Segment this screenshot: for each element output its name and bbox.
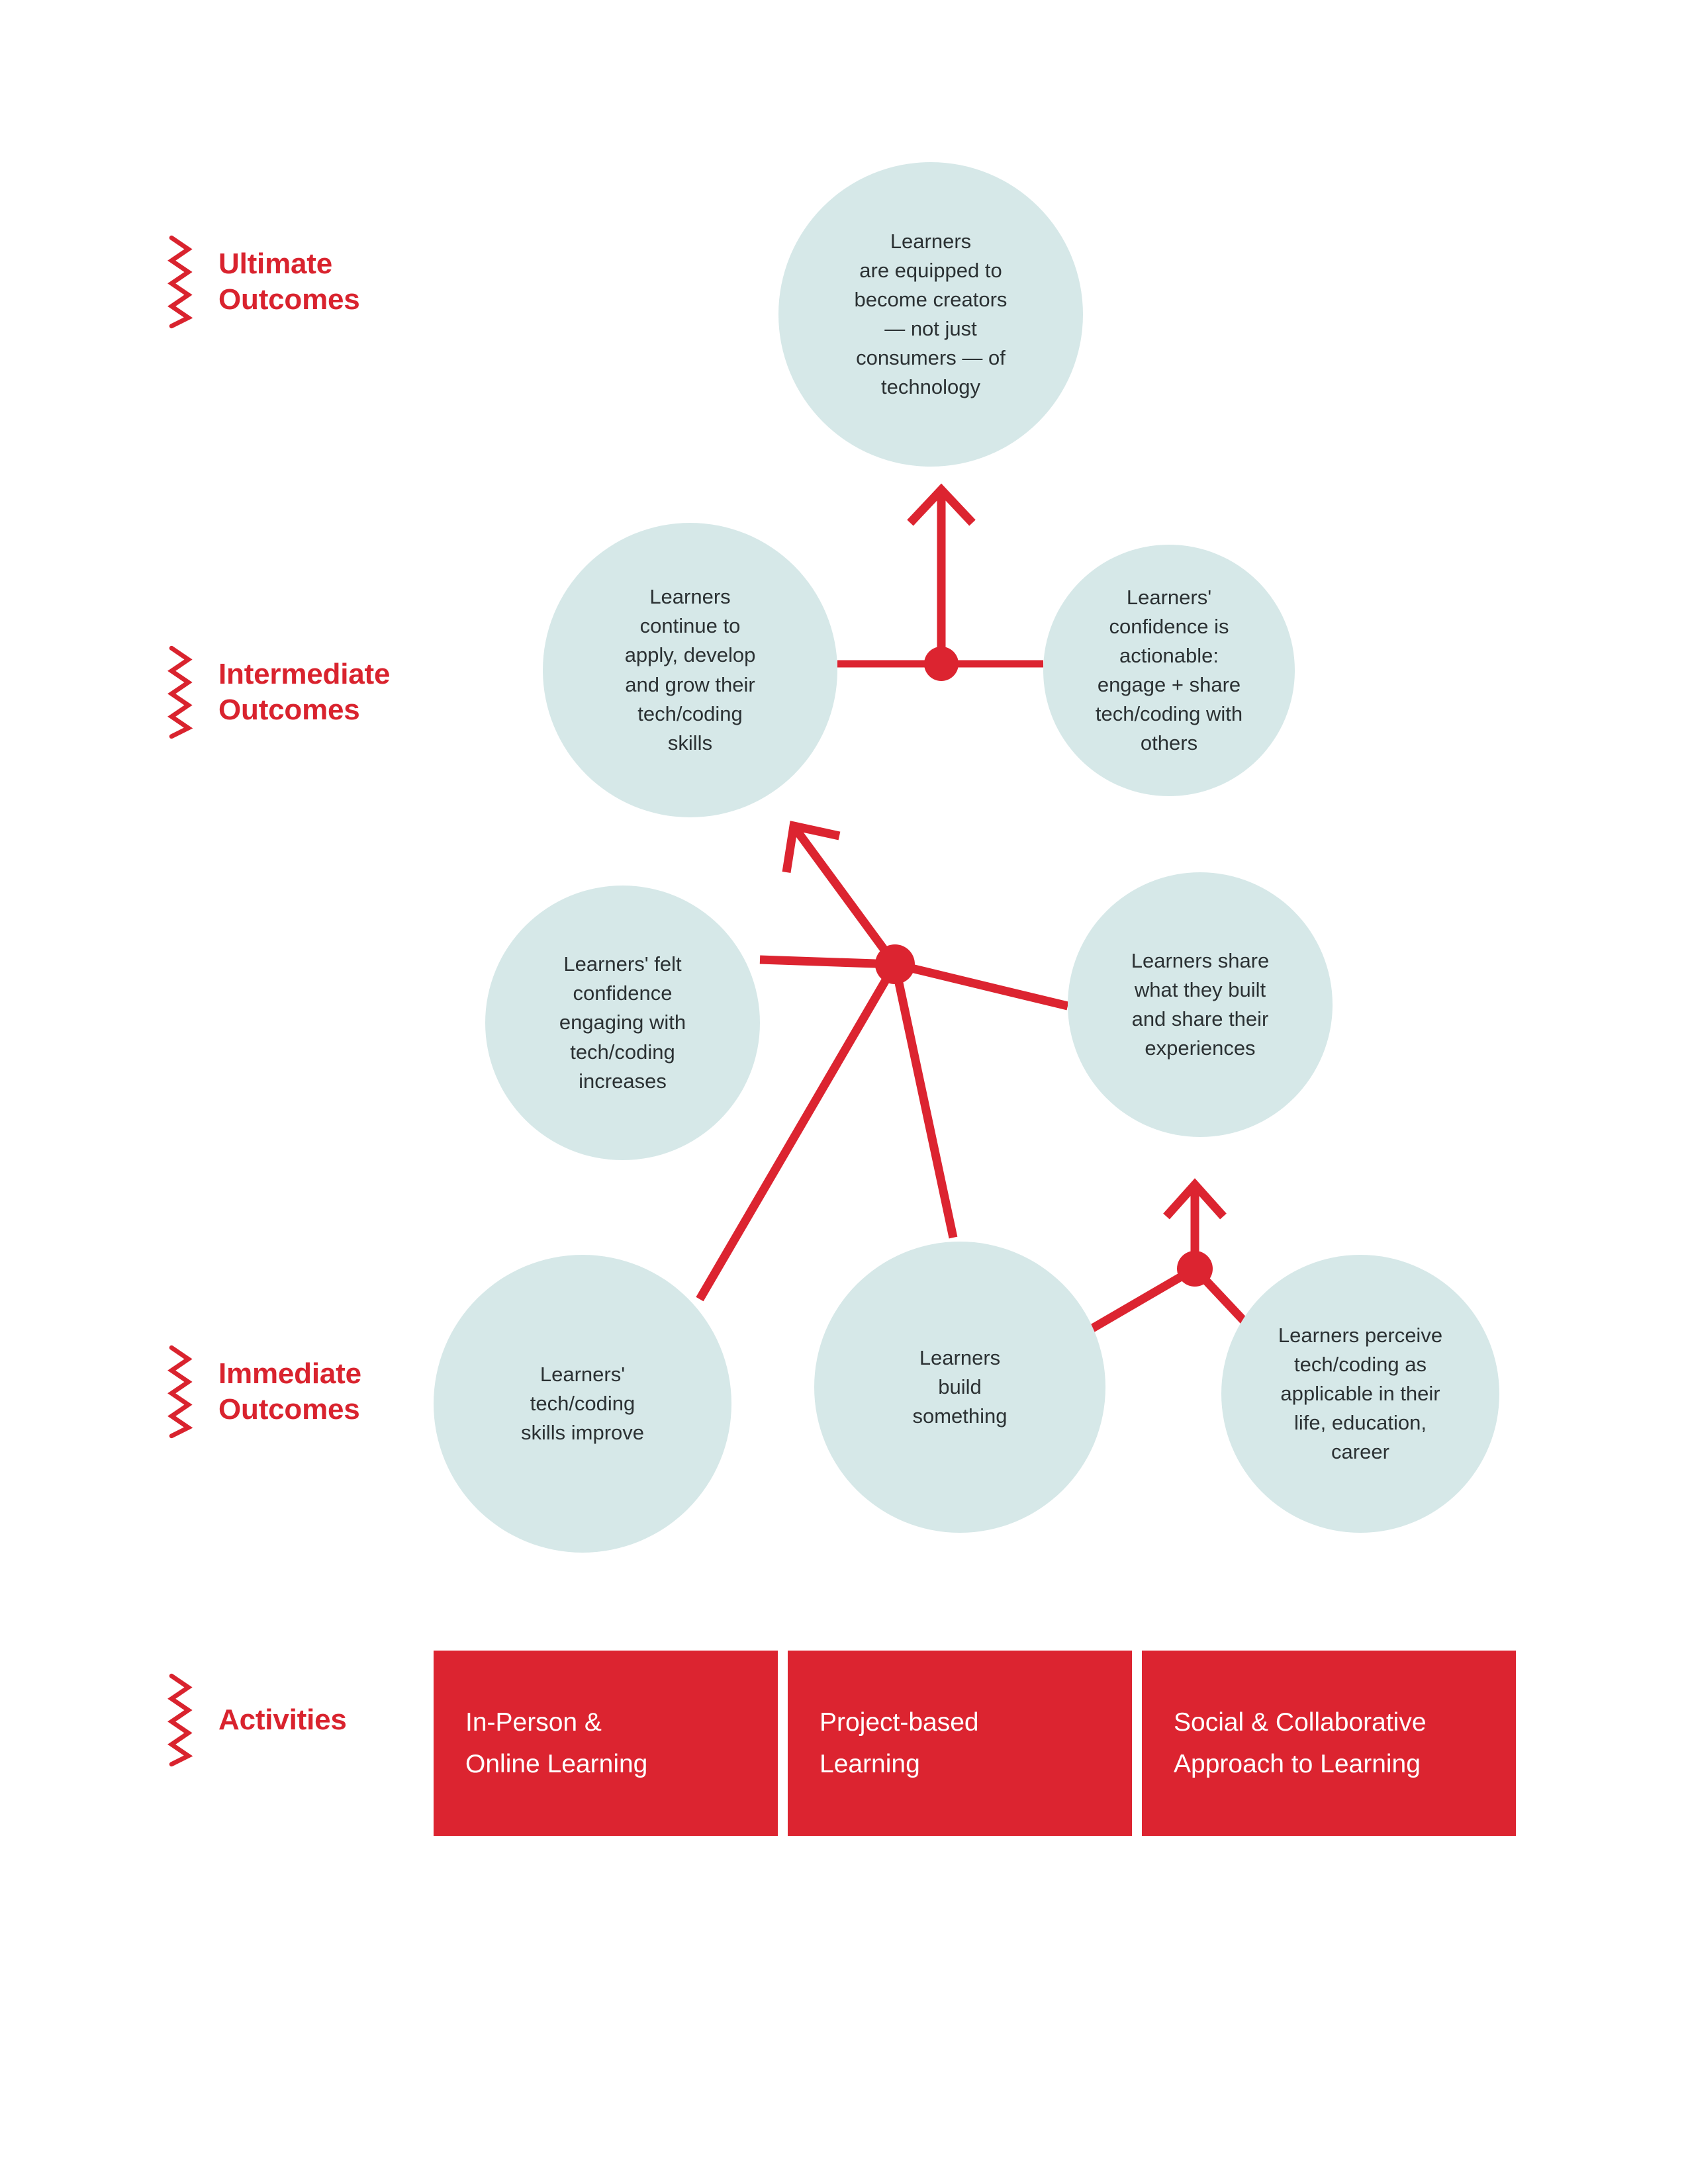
node-immediate-perceive-applicable[interactable]: Learners perceive tech/coding as applica… (1221, 1255, 1499, 1533)
junction-dot-intermediate (924, 647, 959, 681)
node-immediate-perceive-applicable-text: Learners perceive tech/coding as applica… (1278, 1323, 1443, 1464)
node-intermediate-felt-confidence-text: Learners' felt confidence engaging with … (559, 952, 686, 1093)
activity-box-social-collab[interactable]: Social & Collaborative Approach to Learn… (1142, 1651, 1516, 1836)
row-label-immediate: Immediate Outcomes (165, 1345, 361, 1439)
row-label-ultimate-text: Ultimate Outcomes (218, 248, 360, 316)
arrowhead-to-ultimate (907, 483, 976, 526)
junction-dot-central (875, 944, 915, 984)
connector-build-something-to-hub (890, 963, 958, 1239)
activity-box-in-person-online-text: In-Person & Online Learning (465, 1707, 648, 1778)
arrowhead-to-apply-grow (782, 821, 841, 874)
node-ultimate-creators[interactable]: Learners are equipped to become creators… (778, 162, 1083, 467)
row-label-intermediate: Intermediate Outcomes (165, 645, 390, 739)
node-immediate-skills-improve-text: Learners' tech/coding skills improve (520, 1362, 645, 1444)
connector-hub-to-apply-grow (792, 827, 899, 967)
node-immediate-build-something[interactable]: Learners build something (814, 1242, 1105, 1533)
connector-build-something-to-junction (1083, 1265, 1197, 1336)
node-intermediate-apply-grow[interactable]: Learners continue to apply, develop and … (543, 523, 837, 817)
row-label-activities: Activities (165, 1673, 347, 1767)
row-label-intermediate-text: Intermediate Outcomes (218, 658, 391, 726)
zigzag-icon (167, 1345, 193, 1439)
node-intermediate-share-built[interactable]: Learners share what they built and share… (1068, 872, 1333, 1137)
node-intermediate-apply-grow-text: Learners continue to apply, develop and … (624, 585, 756, 754)
activity-box-project-based-text: Project-based Learning (820, 1707, 979, 1778)
zigzag-icon (167, 235, 193, 329)
zigzag-icon (167, 1673, 193, 1767)
node-immediate-skills-improve[interactable]: Learners' tech/coding skills improve (434, 1255, 731, 1553)
node-intermediate-felt-confidence[interactable]: Learners' felt confidence engaging with … (485, 886, 760, 1160)
connector-hub-to-share-built (894, 960, 1069, 1011)
node-intermediate-share-built-text: Learners share what they built and share… (1131, 948, 1270, 1060)
row-label-activities-text: Activities (218, 1704, 347, 1737)
arrowhead-to-share-built (1163, 1178, 1227, 1220)
junction-dot-immediate (1177, 1251, 1213, 1287)
node-immediate-build-something-text: Learners build something (912, 1345, 1008, 1428)
connector-hub-to-felt-confidence (759, 955, 896, 969)
node-ultimate-creators-text: Learners are equipped to become creators… (854, 229, 1008, 399)
activity-box-project-based[interactable]: Project-based Learning (788, 1651, 1132, 1836)
activity-box-in-person-online[interactable]: In-Person & Online Learning (434, 1651, 778, 1836)
node-intermediate-confidence-actionable[interactable]: Learners' confidence is actionable: enga… (1043, 545, 1295, 796)
connector-perceive-applicable-to-junction (1192, 1265, 1250, 1327)
node-intermediate-confidence-actionable-text: Learners' confidence is actionable: enga… (1095, 585, 1243, 755)
zigzag-icon (167, 645, 193, 739)
row-label-ultimate: Ultimate Outcomes (165, 235, 360, 329)
row-label-immediate-text: Immediate Outcomes (218, 1357, 361, 1426)
activity-box-social-collab-text: Social & Collaborative Approach to Learn… (1174, 1707, 1427, 1778)
